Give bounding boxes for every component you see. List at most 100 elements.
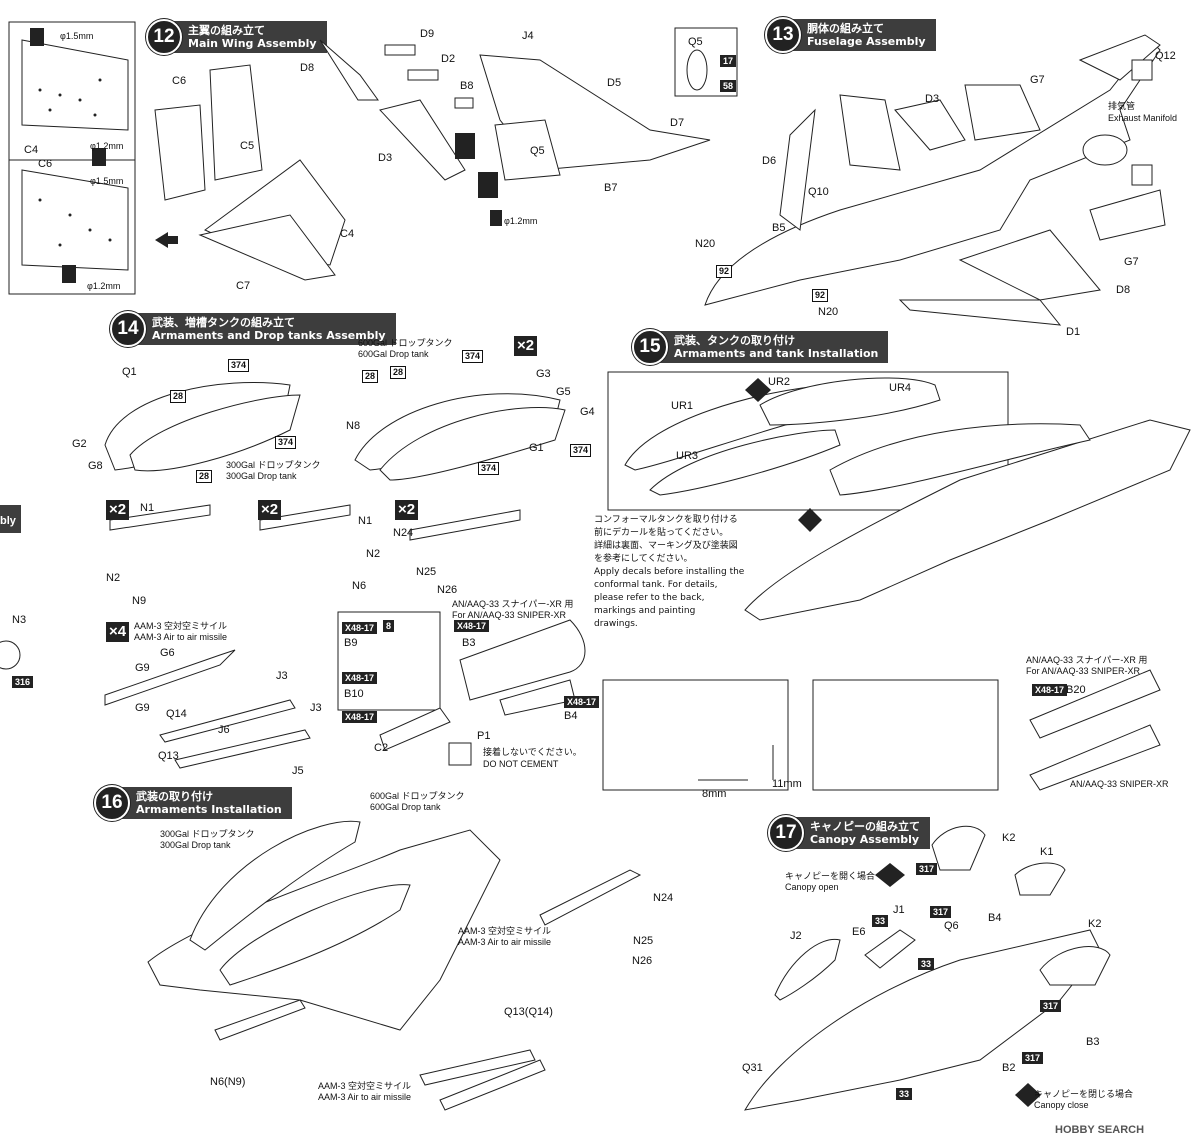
canopy-close-label-jp: キャノピーを閉じる場合	[1034, 1089, 1134, 1099]
part-label: B4	[988, 912, 1002, 924]
step-title-jp: 武装、増槽タンクの組み立て	[152, 316, 295, 329]
decal-number: 28	[170, 390, 187, 403]
no-cement-note-en: DO NOT CEMENT	[483, 759, 559, 769]
part-label: G5	[556, 386, 571, 398]
part-label: G6	[160, 647, 175, 659]
part-label: P1	[477, 730, 491, 742]
step-title-jp: キャノピーの組み立て	[810, 820, 920, 833]
note-line: 詳細は裏面、マーキング及び塗装図	[594, 541, 738, 551]
drill-size-label: φ1.2mm	[90, 141, 124, 151]
decal-number: 92	[716, 265, 733, 278]
part-label: J3	[276, 670, 288, 682]
step-title-en: Main Wing Assembly	[188, 37, 317, 50]
canopy-open-label-en: Canopy open	[785, 882, 839, 892]
part-label: D8	[300, 62, 315, 74]
part-tag: X48-17	[564, 696, 600, 708]
step-title-jp: 主翼の組み立て	[188, 24, 265, 37]
tank-label-jp: 300Gal ドロップタンク	[160, 829, 255, 839]
part-label: N2	[106, 572, 121, 584]
exhaust-label-en: Exhaust Manifold	[1108, 113, 1178, 123]
part-label: Q10	[808, 186, 829, 198]
decal-number: 374	[275, 436, 297, 449]
tank-label-en: 300Gal Drop tank	[160, 840, 231, 850]
note-line: markings and painting	[594, 606, 696, 616]
part-label: B8	[460, 80, 474, 92]
step-title-jp: 胴体の組み立て	[807, 22, 884, 35]
conformal-tank-note: コンフォーマルタンクを取り付ける 前にデカールを貼ってください。 詳細は裏面、マ…	[594, 514, 744, 631]
sniper-label-jp: AN/AAQ-33 スナイパー-XR 用	[452, 599, 574, 609]
part-label: N25	[633, 935, 654, 947]
part-label: Q12	[1155, 50, 1176, 62]
part-label: G2	[72, 438, 87, 450]
drill-size-label: φ1.5mm	[90, 176, 124, 186]
missile-label-jp: AAM-3 空対空ミサイル	[134, 621, 228, 631]
note-line: Apply decals before installing the	[594, 567, 745, 577]
decal-number: 374	[228, 359, 250, 372]
decal-number: 58	[720, 80, 737, 92]
part-label: E6	[852, 926, 866, 938]
part-label: N9	[132, 595, 147, 607]
part-label: J2	[790, 930, 802, 942]
decal-number: 374	[570, 444, 592, 457]
step-title-en: Armaments and tank Installation	[674, 347, 879, 360]
part-label: UR1	[671, 400, 694, 412]
quantity-badge: ×2	[395, 500, 419, 520]
exhaust-label-jp: 排気管	[1108, 101, 1136, 111]
missile-label-en: AAM-3 Air to air missile	[134, 632, 228, 642]
note-line: を参考にしてください。	[594, 554, 693, 564]
part-label: N8	[346, 420, 361, 432]
part-label: B10	[344, 688, 364, 700]
canopy-open-label-jp: キャノピーを開く場合	[785, 871, 876, 881]
missile-label-jp: AAM-3 空対空ミサイル	[318, 1081, 412, 1091]
part-label: B20	[1066, 684, 1086, 696]
part-label: N24	[653, 892, 674, 904]
drill-size-label: φ1.2mm	[504, 216, 538, 226]
decal-number: 374	[462, 350, 484, 363]
cut-off-step-title: bly	[0, 515, 16, 527]
part-label: D5	[607, 77, 622, 89]
decal-number: 17	[720, 55, 737, 67]
part-label: C2	[374, 742, 389, 754]
part-label: C7	[236, 280, 251, 292]
decal-number: 374	[478, 462, 500, 475]
part-tag: X48-17	[342, 711, 378, 723]
part-tag: X48-17	[342, 672, 378, 684]
part-label: N2	[366, 548, 381, 560]
part-label: Q6	[944, 920, 959, 932]
part-label: Q13(Q14)	[504, 1006, 553, 1018]
part-label: D3	[378, 152, 393, 164]
q5-box-title: Q5	[688, 36, 703, 48]
note-line: please refer to the back,	[594, 593, 705, 603]
step-title-en: Fuselage Assembly	[807, 35, 926, 48]
part-label: J6	[218, 724, 230, 736]
decal-number: 33	[918, 958, 935, 970]
step-title-en: Armaments and Drop tanks Assembly	[152, 329, 386, 342]
decal-number: 28	[196, 470, 213, 483]
drill-size-label: φ1.5mm	[60, 31, 94, 41]
decal-number: 8	[383, 620, 395, 632]
decal-number: 28	[362, 370, 379, 383]
part-label: Q13	[158, 750, 179, 762]
part-label: G7	[1124, 256, 1139, 268]
part-label: J4	[522, 30, 534, 42]
decal-number: 33	[872, 915, 889, 927]
step-number: 13	[765, 17, 801, 53]
part-label: J3	[310, 702, 322, 714]
part-label: Q1	[122, 366, 137, 378]
part-label: C4	[24, 144, 39, 156]
part-label: K1	[1040, 846, 1054, 858]
missile-label-en: AAM-3 Air to air missile	[458, 937, 552, 947]
decal-number: 317	[930, 906, 952, 918]
dimension-label: 11mm	[772, 778, 802, 790]
step-number: 16	[94, 785, 130, 821]
part-label: N24	[393, 527, 414, 539]
no-cement-note-jp: 接着しないでください。	[483, 747, 582, 757]
tank-label-jp: 600Gal ドロップタンク	[358, 338, 453, 348]
part-label: B2	[1002, 1062, 1016, 1074]
part-label: D3	[925, 93, 940, 105]
